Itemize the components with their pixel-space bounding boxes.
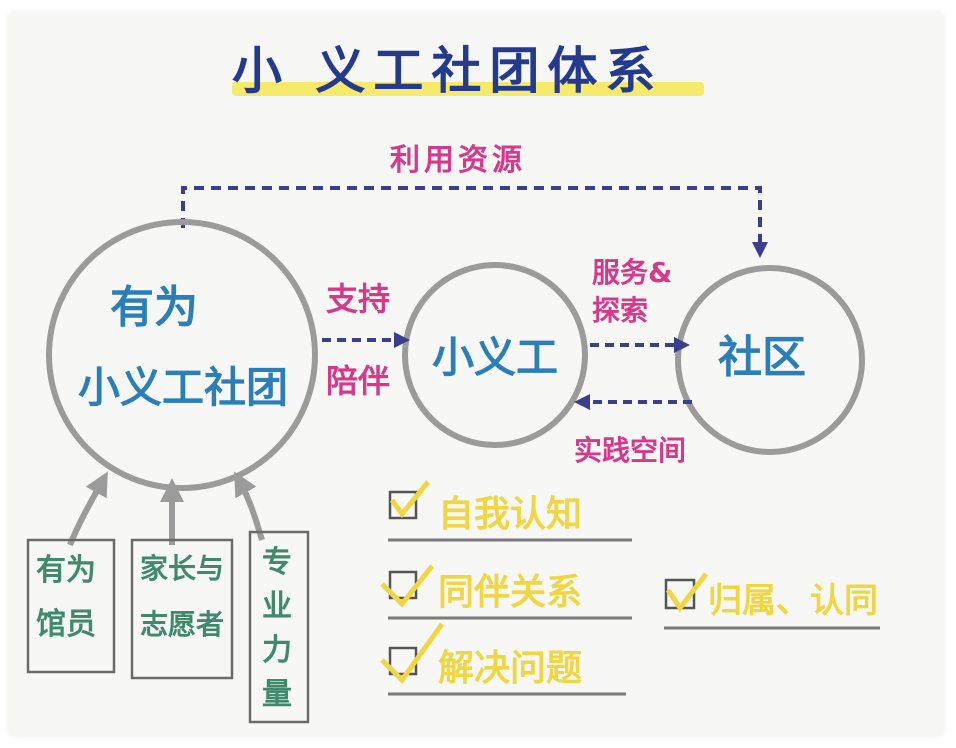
source-parents-line2: 志愿者 <box>140 608 224 641</box>
source-professional-char3: 力 <box>262 633 292 668</box>
title-highlight <box>232 82 704 96</box>
check-mark-icon <box>380 622 445 684</box>
check-mark-icon <box>380 564 434 608</box>
source-box-parents <box>130 538 234 680</box>
top-dashed-connector <box>181 186 768 258</box>
source-box-professional <box>248 530 310 724</box>
source-professional-char4: 量 <box>262 677 292 712</box>
source-librarians-line2: 馆员 <box>36 607 96 642</box>
label-service-line1: 服务& <box>592 256 672 289</box>
outcome-label-4: 归属、认同 <box>708 581 878 621</box>
label-accompany: 陪伴 <box>326 362 390 400</box>
outcome-item-2: 同伴关系 <box>380 564 632 620</box>
arrow-source-1 <box>67 471 108 547</box>
node-community-label: 社区 <box>718 332 806 383</box>
checkbox-checked-icon <box>388 490 418 520</box>
node-volunteer-label: 小义工 <box>432 333 558 382</box>
node-community-circle <box>675 265 865 455</box>
outcome-item-1: 自我认知 <box>388 480 632 542</box>
outcome-item-3: 解决问题 <box>380 622 626 696</box>
label-support: 支持 <box>326 280 390 318</box>
label-service-line2: 探索 <box>592 294 648 327</box>
label-use-resources: 利用资源 <box>390 143 526 178</box>
outcome-label-2: 同伴关系 <box>438 572 582 613</box>
outcome-label-1: 自我认知 <box>438 494 582 535</box>
source-professional-char1: 专 <box>262 545 292 580</box>
check-mark-icon <box>665 572 708 613</box>
label-practice-space: 实践空间 <box>574 434 686 467</box>
source-librarians-line1: 有为 <box>36 553 96 588</box>
source-professional-char2: 业 <box>262 589 292 624</box>
check-mark-icon <box>389 480 430 519</box>
node-club-line2: 小义工社团 <box>78 363 288 412</box>
source-parents-line1: 家长与 <box>140 552 224 585</box>
arrow-source-3 <box>234 471 265 541</box>
node-club-line1: 有为 <box>110 282 198 333</box>
paper-background <box>8 12 944 736</box>
page-title: 小 义工社团体系 <box>232 42 663 100</box>
source-box-librarians <box>26 538 116 674</box>
node-volunteer-circle <box>402 262 588 448</box>
node-club-circle <box>46 219 318 491</box>
outcome-label-3: 解决问题 <box>438 648 582 689</box>
outcome-item-4: 归属、认同 <box>664 572 880 630</box>
